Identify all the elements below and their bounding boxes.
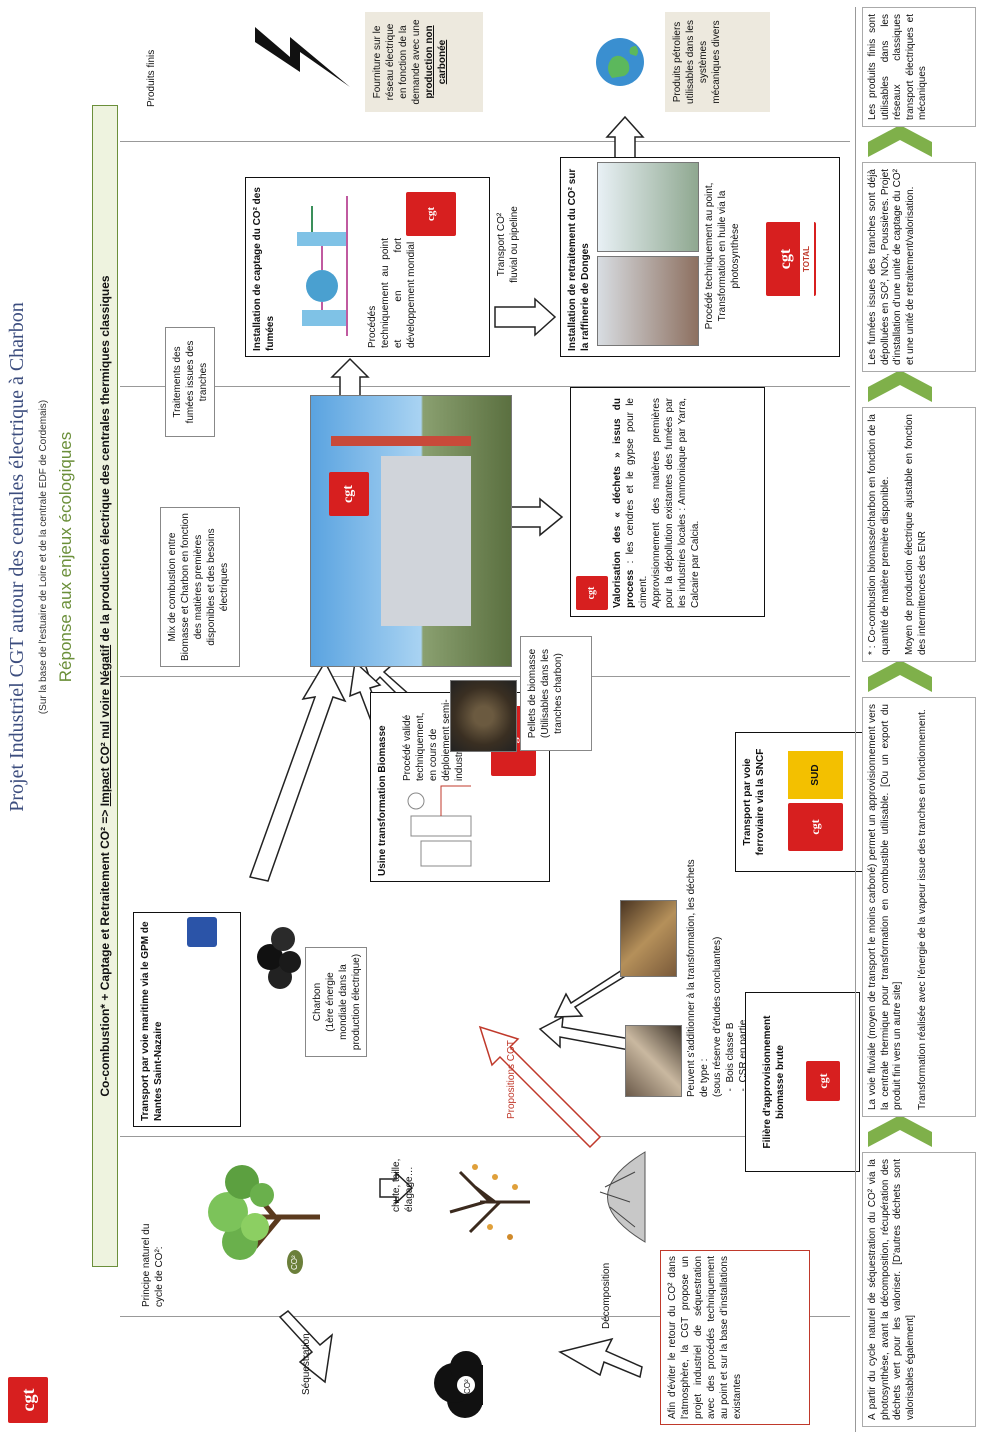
petrol-box: Produits pétroliers utilisables dans les… bbox=[665, 12, 770, 112]
captage-cgt-logo: cgt bbox=[406, 192, 456, 236]
electric-box: Fourniture sur le réseau électrique en f… bbox=[365, 12, 483, 112]
rail-box: Transport par voie ferroviaire via la SN… bbox=[735, 732, 875, 872]
retraitement-photo-2 bbox=[597, 162, 699, 252]
electric-text: Fourniture sur le réseau électrique en f… bbox=[372, 19, 422, 105]
footer-col-1: A partir du cycle naturel de séquestrati… bbox=[862, 1152, 976, 1427]
decomposition-arrow bbox=[558, 1337, 643, 1379]
footer-separator bbox=[855, 7, 856, 1432]
footer-col-3a: * : Co-combustion biomasse/charbon en fo… bbox=[867, 414, 891, 655]
wastes-block: Peuvent s'additionner à la transformatio… bbox=[685, 857, 750, 1097]
port-logo bbox=[187, 917, 217, 947]
fall-arrow bbox=[379, 1171, 414, 1205]
decomposition-label: Décomposition bbox=[601, 1262, 612, 1329]
retraitement-title: Installation de retraitement du CO² sur … bbox=[567, 168, 591, 351]
cycle-title: Principe naturel du cycle de CO²: bbox=[141, 1223, 165, 1307]
pellets-box: Pellets de biomasse (Utilisables dans le… bbox=[520, 636, 592, 751]
total-logo-text: TOTAL bbox=[800, 222, 814, 296]
propositions-label: Propositions CGT bbox=[506, 1040, 517, 1119]
rail-cgt-logo: cgt bbox=[788, 803, 843, 851]
globe-icon bbox=[596, 38, 644, 86]
produits-label: Produits finis bbox=[146, 49, 157, 107]
captage-box: Installation de captage du CO² des fumée… bbox=[245, 177, 490, 357]
mix-box: Mix de combustion entre Biomasse et Char… bbox=[160, 507, 240, 667]
footer-col-2b: Transformation réalisée avec l'énergie d… bbox=[916, 709, 928, 1110]
propositions-arrow bbox=[478, 1025, 602, 1149]
captage-drawing bbox=[297, 196, 348, 336]
fumees-box: Traitements des fumées issues des tranch… bbox=[165, 327, 215, 437]
footer-col-4: Les fumées issues des tranches sont déjà… bbox=[862, 162, 976, 372]
footer-chevron-2 bbox=[868, 660, 932, 692]
pellets-photo bbox=[450, 680, 517, 752]
valorisation-box: Valorisation des « déchets » issus du pr… bbox=[570, 387, 765, 617]
retraitement-box: Installation de retraitement du CO² sur … bbox=[560, 157, 840, 357]
retraitement-photo-1 bbox=[597, 256, 699, 346]
transport-sea-title: Transport par voie maritime via le GPM d… bbox=[140, 921, 164, 1121]
usine-drawing bbox=[407, 785, 472, 867]
co2-leaf-label: CO² bbox=[290, 1255, 299, 1270]
waste-item-1-text: Bois classe B bbox=[725, 1022, 736, 1083]
rail-title: Transport par voie ferroviaire via la SN… bbox=[742, 748, 766, 856]
retraitement-cgt-text: cgt bbox=[777, 248, 794, 270]
tree-icon bbox=[208, 1165, 320, 1274]
captage-text: Procédés techniquement au point et en fo… bbox=[367, 238, 417, 348]
waste-photo-2 bbox=[620, 900, 677, 977]
charbon-label: Charbon bbox=[312, 982, 323, 1022]
electric-underlined: production non carbonée bbox=[424, 25, 448, 99]
charbon-note: (1ère énergie mondiale dans la productio… bbox=[325, 953, 362, 1051]
waste-photo-1 bbox=[625, 1025, 682, 1097]
transport-co2-arrow bbox=[494, 297, 557, 337]
footer-col-2a: La voie fluviale (moyen de transport le … bbox=[867, 704, 903, 1110]
usine-title: Usine transformation Biomasse bbox=[377, 725, 388, 876]
footer-chevron-3 bbox=[868, 370, 932, 402]
valorisation-arrow bbox=[509, 497, 564, 537]
footer-col-5: Les produits finis sont utilisables dans… bbox=[862, 7, 976, 127]
valorisation-cgt-logo: cgt bbox=[576, 576, 608, 610]
co2-cloud-icon bbox=[434, 1351, 483, 1418]
charbon-icon bbox=[257, 927, 301, 989]
footer-chevron-1 bbox=[868, 1115, 932, 1147]
plant-cgt-logo: cgt bbox=[329, 472, 369, 516]
wastes-note: (sous réserve d'études concluantes) bbox=[712, 936, 723, 1097]
plant-photo: cgt bbox=[310, 395, 512, 667]
waste-item-1: - Bois classe B bbox=[725, 1022, 736, 1097]
retraitement-cgt-logo: cgt TOTAL bbox=[766, 222, 816, 296]
plant-chimney bbox=[331, 436, 471, 446]
footer-col-3: * : Co-combustion biomasse/charbon en fo… bbox=[862, 407, 976, 662]
footer-col-2: La voie fluviale (moyen de transport le … bbox=[862, 697, 976, 1117]
lightning-icon bbox=[255, 27, 350, 87]
retraitement-text: Procédé techniquement au point, Transfor… bbox=[704, 182, 741, 330]
wastes-intro: Peuvent s'additionner à la transformatio… bbox=[686, 859, 710, 1097]
plant-building bbox=[381, 456, 471, 626]
charbon-box: Charbon (1ère énergie mondiale dans la p… bbox=[305, 947, 367, 1057]
footer-chevron-4 bbox=[868, 125, 932, 157]
charbon-arrow bbox=[249, 660, 347, 882]
sequestration-label: Séquestration bbox=[301, 1333, 312, 1395]
filiere-cgt-logo: cgt bbox=[806, 1061, 840, 1101]
captage-title: Installation de captage du CO² des fumée… bbox=[252, 187, 276, 351]
leaf-pile-icon bbox=[599, 1151, 646, 1243]
bare-tree-icon bbox=[449, 1164, 530, 1240]
fall-label: chute, taille, élagage… bbox=[391, 1158, 415, 1212]
cgt-proposal-box: Afin d'éviter le retour du CO² dans l'at… bbox=[660, 1250, 810, 1425]
transport-co2-label: Transport CO² fluvial ou pipeline bbox=[496, 206, 520, 283]
sequestration-arrow bbox=[278, 1309, 334, 1384]
filiere-title: Filière d'approvisionnement biomasse bru… bbox=[762, 1015, 786, 1149]
filiere-box: Filière d'approvisionnement biomasse bru… bbox=[745, 992, 860, 1172]
valorisation-text: Valorisation des « déchets » issus du pr… bbox=[611, 398, 702, 608]
usine-biomasse-box: Usine transformation Biomasse Procédé va… bbox=[370, 692, 550, 882]
sud-rail-logo: SUD bbox=[788, 751, 843, 799]
footer-col-3b: Moyen de production électrique ajustable… bbox=[904, 414, 928, 655]
valorisation-text2: Approvisionnement des matières premières… bbox=[651, 398, 701, 608]
co2-cloud-label: CO² bbox=[463, 1379, 472, 1394]
